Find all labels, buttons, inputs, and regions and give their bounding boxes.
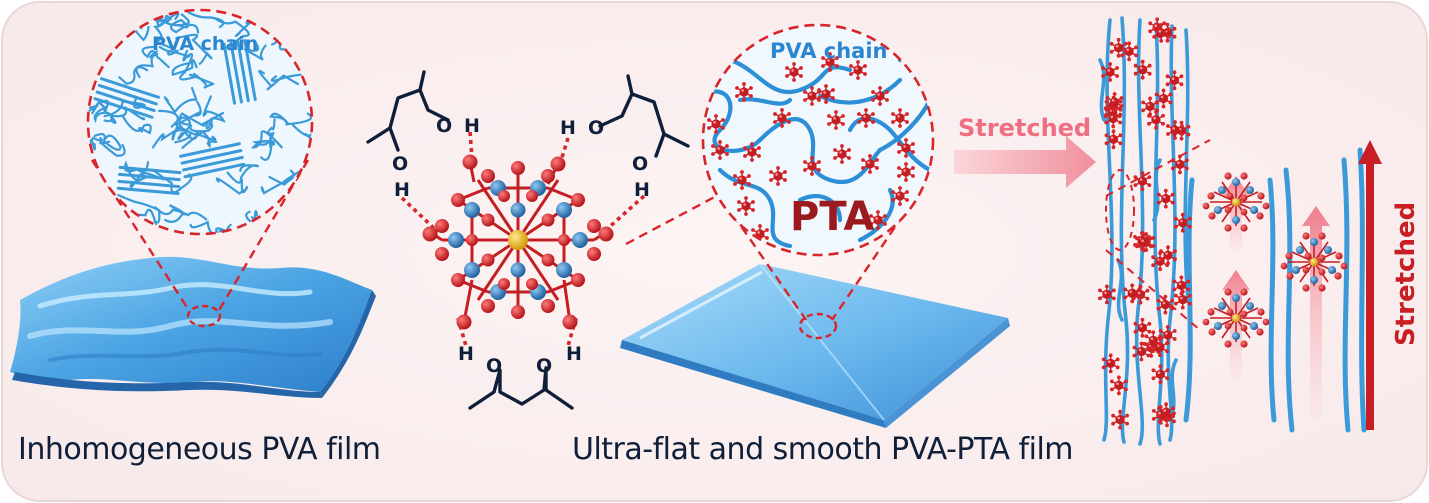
pva-chain-segment [215,177,249,195]
pva-crystal-bundle [97,83,158,106]
pva-chain-segment [175,33,213,65]
pva-chain-segment [181,130,218,149]
pva-crystal-bundle [179,142,241,158]
middle-zoom-line [625,190,725,246]
pva-crystal-bundle [93,97,154,119]
pva-crystal-bundle [243,38,257,102]
far-zoom-ellipse [1105,169,1135,251]
stretched-horizontal-arrow [954,136,1096,188]
pva-crystal-bundle [99,77,161,99]
pva-chain-segment [252,132,275,161]
pva-chain-segment [178,111,225,127]
pva-chain-segment [147,10,190,27]
caption-smooth-film: Ultra-flat and smooth PVA-PTA film [572,432,1074,467]
pva-crystal-bundle [95,90,156,113]
pva-chain-segment [169,18,200,34]
stretched-label-horizontal: Stretched [958,114,1091,142]
pva-chain-segment [93,132,122,151]
pva-chain-label-right: PVA chain [770,39,888,63]
atom-h: H [464,115,480,137]
atom-h: H [560,117,576,139]
pva-chain-segment [141,45,170,69]
pva-crystal-bundle [118,172,181,182]
pva-chain-segment [158,101,202,127]
caption-inhomogeneous-film: Inhomogeneous PVA film [18,432,381,467]
pva-crystal-bundle [222,42,237,105]
pta-label: PTA [790,194,874,240]
pva-chain-segment [153,14,174,50]
far-zoom-line-upper [1105,139,1211,197]
pva-chain-segment [158,45,190,58]
pva-chain-segment [184,10,225,29]
pva-chain-label-left: PVA chain [152,33,258,55]
pva-chain-segment [88,136,103,151]
left-zoom-circle [86,8,314,236]
pva-chain-segment [213,17,250,48]
right-zoom-cone [715,189,921,340]
h-bond-lines [400,131,646,347]
atom-o: O [632,153,648,175]
pva-chain-segment [243,39,267,61]
atom-o: O [588,117,604,139]
pva-chain-segment [103,106,146,123]
pva-chain-segment [170,116,191,141]
separated-chains [1183,147,1367,433]
pva-chain-segment [163,86,198,114]
pva-chain-segment [188,72,215,89]
atom-h: H [634,179,650,201]
pva-crystal-bundle [182,155,244,172]
pva-crystal-bundle [118,165,182,175]
atom-o: O [486,355,502,377]
atom-h: H [394,179,410,201]
pva-chain-segment [88,101,100,115]
stretched-vertical-arrow [1358,140,1382,430]
pva-chain-segment [269,112,312,126]
atom-o: O [436,115,452,137]
pva-chain-segment [179,49,196,81]
stretched-label-vertical: Stretched [1391,202,1421,346]
molecule-labels: O H O H H O O H H O O H [392,115,650,377]
pva-chain-segment [171,125,192,144]
pva-chain-segment [226,164,260,184]
pva-chain-segment [103,97,146,118]
pva-fragments [366,70,690,410]
pva-chain-segment [202,95,226,127]
pva-crystal-bundle [117,179,181,189]
atom-h: H [566,343,582,365]
pva-chain-segment [123,160,150,182]
pva-chain-segment [118,66,149,85]
pva-crystal-bundle [180,149,243,165]
pva-crystal-bundle [183,162,246,179]
atom-o: O [536,355,552,377]
right-zoom-circle [701,23,935,257]
pva-chain-segment [93,105,117,124]
pta-cluster [422,154,614,330]
pva-chain-segment [164,204,186,223]
atom-h: H [458,343,474,365]
pva-chain-segment [99,140,126,157]
pva-crystal-bundle [116,186,180,196]
far-zoom-line-lower [1105,249,1201,331]
pva-crystal-bundle [236,40,250,103]
inhomogeneous-film [10,256,376,398]
smooth-film [620,263,1010,428]
pva-chain-segment [122,115,152,135]
pva-chain-segment [117,194,161,224]
pva-crystal-bundle [229,41,243,104]
atom-o: O [392,153,408,175]
